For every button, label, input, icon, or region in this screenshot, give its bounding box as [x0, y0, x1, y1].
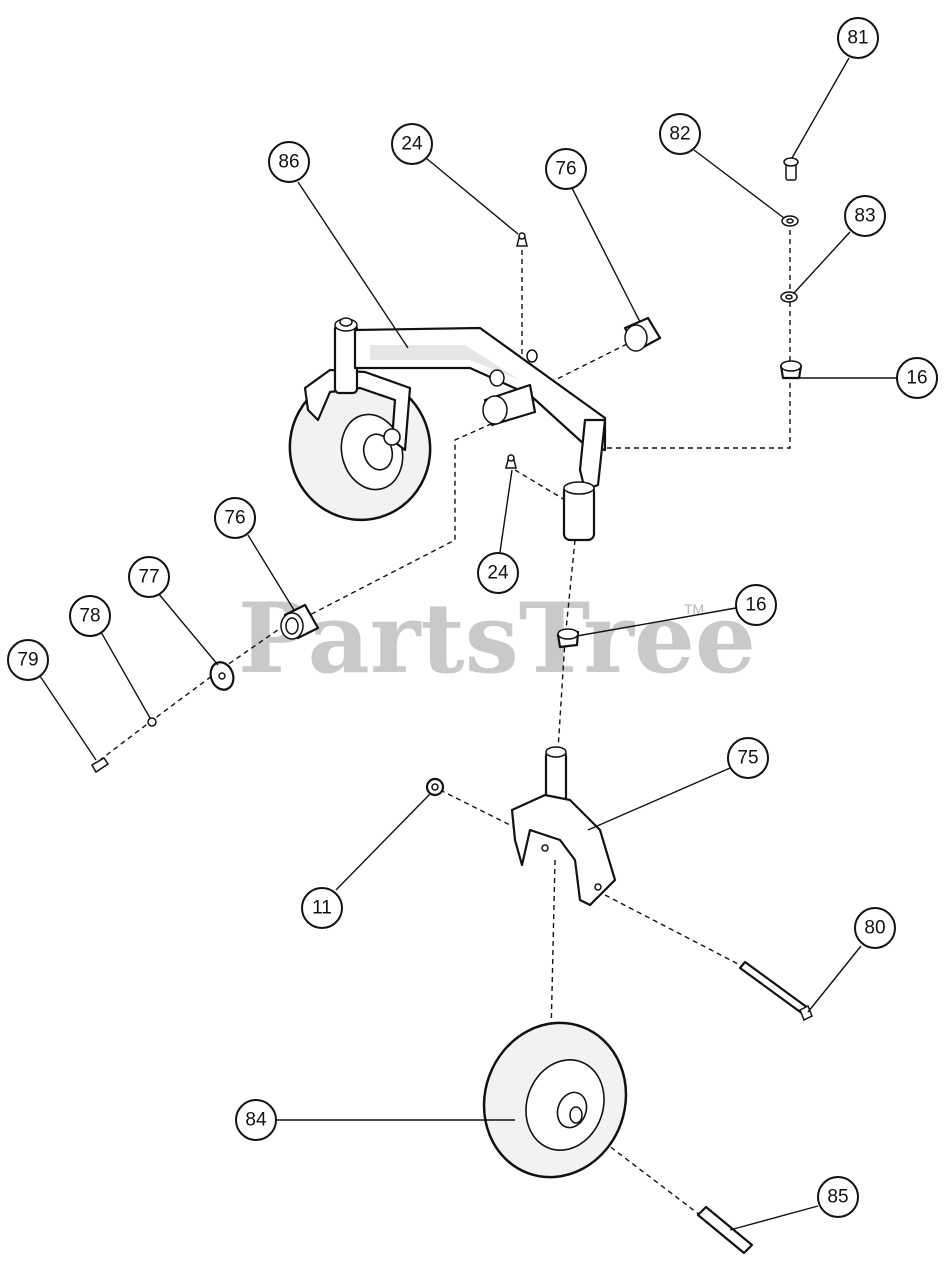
callout-11: 11	[301, 887, 343, 929]
callout-86: 86	[268, 141, 310, 183]
grease-fitting-lower	[505, 454, 517, 469]
callout-83-label: 83	[854, 206, 875, 227]
callout-78: 78	[69, 595, 111, 637]
callout-16-upper-label: 16	[906, 368, 927, 389]
callout-84: 84	[235, 1099, 277, 1141]
callout-80-label: 80	[864, 918, 885, 939]
axle-85	[696, 1205, 754, 1255]
grease-fitting-top	[516, 232, 528, 247]
caster-arm-assembly	[288, 317, 607, 542]
callout-79-label: 79	[17, 650, 38, 671]
wheel-84	[482, 1021, 628, 1179]
callout-24-lower: 24	[477, 552, 519, 594]
bushing-16-middle	[556, 628, 580, 649]
callout-76-upper-label: 76	[555, 159, 576, 180]
callout-84-label: 84	[245, 1110, 267, 1131]
watermark-text: PartsTree	[238, 582, 756, 695]
callout-16-upper: 16	[896, 357, 938, 399]
callout-75-label: 75	[737, 748, 758, 769]
bushing-left	[280, 603, 320, 640]
callout-11-label: 11	[312, 898, 332, 919]
fork-75	[510, 746, 617, 907]
bushing-16-upper	[779, 360, 803, 380]
bolt-81	[783, 157, 799, 181]
callout-81: 81	[837, 17, 879, 59]
callout-85-label: 85	[827, 1187, 848, 1208]
leader-lines	[39, 57, 896, 1231]
bolt-79	[90, 756, 110, 774]
nut-78	[147, 717, 157, 727]
bolt-80	[738, 960, 813, 1022]
washer-83	[780, 291, 798, 303]
callout-82: 82	[659, 113, 701, 155]
callout-77-label: 77	[138, 567, 159, 588]
callout-78-label: 78	[79, 606, 100, 627]
callout-86-label: 86	[278, 152, 299, 173]
callout-82-label: 82	[669, 124, 690, 145]
callout-77: 77	[128, 556, 170, 598]
watermark-tm: TM	[684, 601, 704, 617]
washer-82	[781, 215, 799, 227]
callout-16-middle: 16	[735, 584, 777, 626]
callout-85: 85	[817, 1176, 859, 1218]
callout-24-upper: 24	[391, 123, 433, 165]
callout-76-lower: 76	[214, 497, 256, 539]
callout-24-upper-label: 24	[401, 134, 423, 155]
callout-76-upper: 76	[545, 148, 587, 190]
nut-11	[425, 777, 445, 797]
callout-80: 80	[854, 907, 896, 949]
callout-81-label: 81	[847, 28, 868, 49]
callout-24-lower-label: 24	[487, 563, 509, 584]
callout-76-lower-label: 76	[224, 508, 245, 529]
washer-77	[209, 661, 235, 691]
callout-79: 79	[7, 639, 49, 681]
callout-16-middle-label: 16	[745, 595, 766, 616]
callout-83: 83	[844, 195, 886, 237]
assembly-lines	[99, 230, 791, 1216]
callout-75: 75	[727, 737, 769, 779]
bushing-upper	[623, 316, 662, 352]
